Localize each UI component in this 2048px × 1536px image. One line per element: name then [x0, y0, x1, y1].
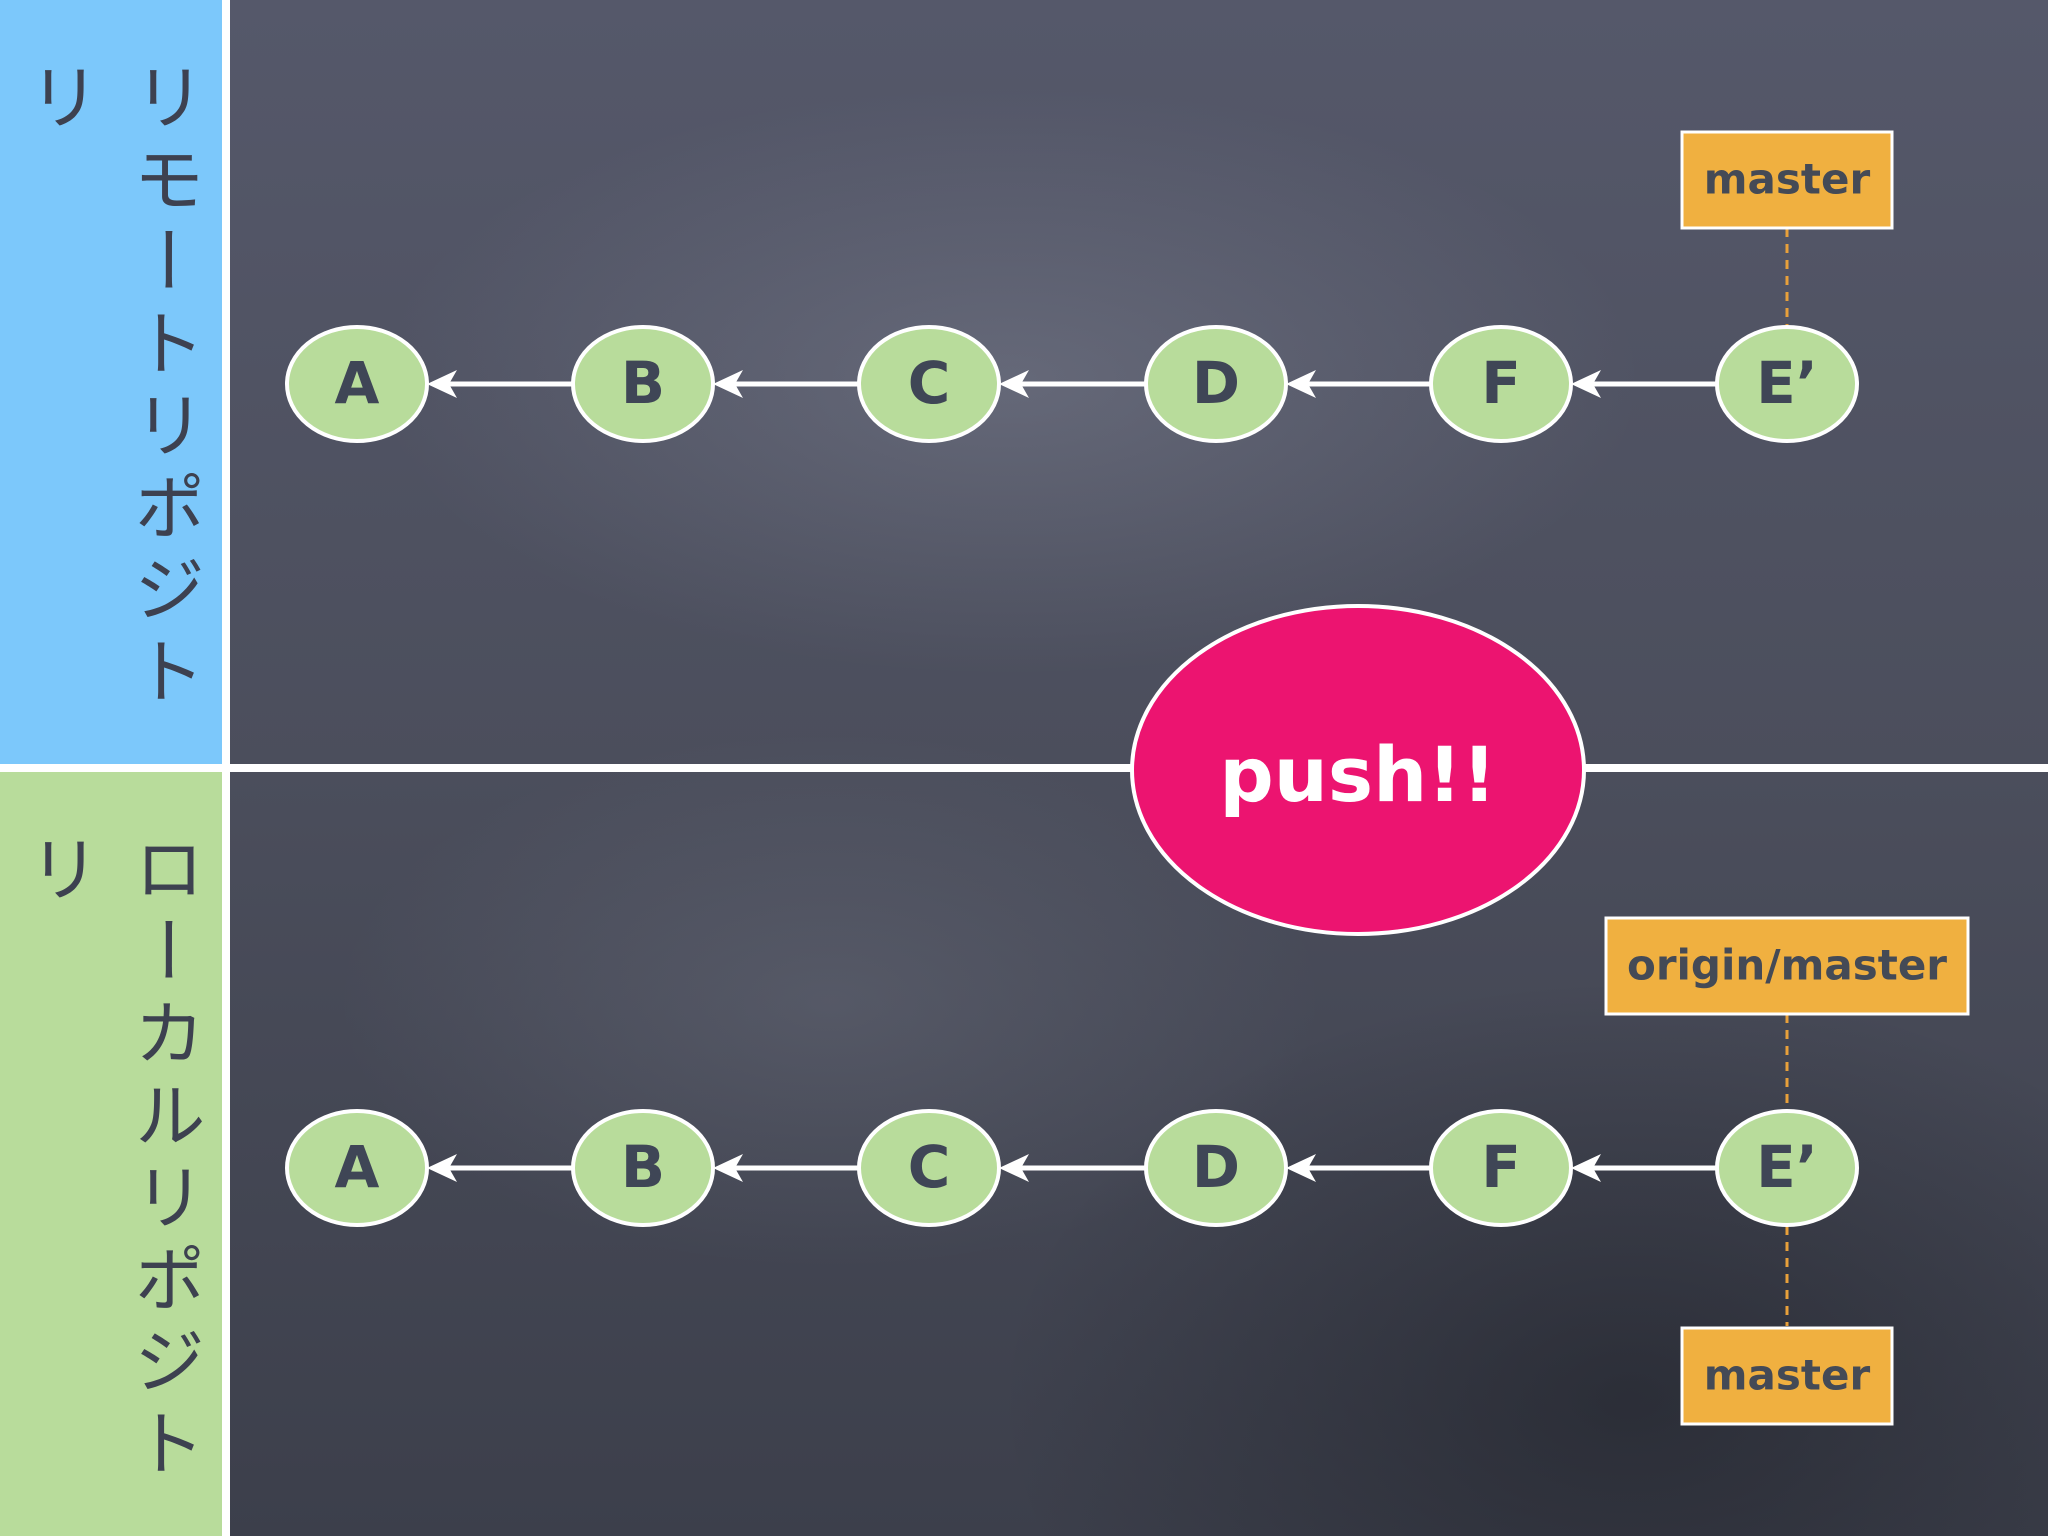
local-arrow-5-head — [1571, 1154, 1601, 1182]
push-action-bubble[interactable]: push!! — [1130, 604, 1586, 936]
commit-node-remote-0[interactable]: A — [285, 325, 429, 443]
remote-repository-label: リモートリポジトリ — [16, 60, 205, 716]
commit-label: E’ — [1756, 1133, 1818, 1201]
commit-ellipse[interactable] — [1715, 325, 1859, 443]
commit-ellipse[interactable] — [1144, 325, 1288, 443]
remote-master-ref: master — [1680, 130, 1894, 230]
remote-arrow-4-head — [1286, 370, 1316, 398]
remote-arrow-1-head — [427, 370, 457, 398]
local-repository-panel: ローカルリポジトリ — [0, 772, 222, 1536]
remote-master-ref-label: master — [1704, 155, 1871, 204]
local-origin-master-ref: origin/master — [1604, 916, 1970, 1016]
horizontal-divider — [0, 764, 2048, 772]
local-arrow-3-head — [999, 1154, 1029, 1182]
local-master-ref-label: master — [1704, 1351, 1871, 1400]
commit-ellipse[interactable] — [285, 1109, 429, 1227]
local-commit-row: A B C D F E’ origin/master master — [285, 916, 1970, 1426]
commit-ellipse[interactable] — [1429, 1109, 1573, 1227]
commit-label: A — [335, 349, 380, 417]
local-repository-label: ローカルリポジトリ — [16, 832, 205, 1488]
commit-node-remote-1[interactable]: B — [571, 325, 715, 443]
commit-label: B — [621, 1133, 665, 1201]
local-arrow-4-head — [1286, 1154, 1316, 1182]
local-arrow-1-head — [427, 1154, 457, 1182]
commit-label: B — [621, 349, 665, 417]
commit-label: A — [335, 1133, 380, 1201]
commit-ellipse[interactable] — [571, 325, 715, 443]
local-origin-master-ref-label: origin/master — [1627, 941, 1947, 990]
commit-node-local-1[interactable]: B — [571, 1109, 715, 1227]
remote-master-ref-box — [1680, 130, 1894, 230]
commit-ellipse[interactable] — [1429, 325, 1573, 443]
local-arrow-2-head — [713, 1154, 743, 1182]
commit-node-remote-3[interactable]: D — [1144, 325, 1288, 443]
local-master-ref: master — [1680, 1326, 1894, 1426]
local-origin-master-ref-box — [1604, 916, 1970, 1016]
remote-arrow-3-head — [999, 370, 1029, 398]
commit-node-local-5[interactable]: E’ — [1715, 1109, 1859, 1227]
commit-ellipse[interactable] — [857, 325, 1001, 443]
commit-node-local-2[interactable]: C — [857, 1109, 1001, 1227]
local-master-ref-box — [1680, 1326, 1894, 1426]
commit-node-remote-5[interactable]: E’ — [1715, 325, 1859, 443]
commit-ellipse[interactable] — [1715, 1109, 1859, 1227]
commit-node-local-3[interactable]: D — [1144, 1109, 1288, 1227]
remote-arrow-2-head — [713, 370, 743, 398]
commit-node-local-0[interactable]: A — [285, 1109, 429, 1227]
commit-label: C — [908, 1133, 951, 1201]
commit-label: F — [1481, 1133, 1521, 1201]
remote-arrow-5-head — [1571, 370, 1601, 398]
commit-label: E’ — [1756, 349, 1818, 417]
remote-repository-panel: リモートリポジトリ — [0, 0, 222, 764]
push-ellipse[interactable] — [1130, 604, 1586, 936]
commit-node-remote-2[interactable]: C — [857, 325, 1001, 443]
commit-node-local-4[interactable]: F — [1429, 1109, 1573, 1227]
commit-node-remote-4[interactable]: F — [1429, 325, 1573, 443]
commit-label: D — [1192, 1133, 1240, 1201]
remote-commit-row: A B C D F E’ master — [285, 130, 1894, 443]
commit-ellipse[interactable] — [857, 1109, 1001, 1227]
commit-label: D — [1192, 349, 1240, 417]
commit-label: C — [908, 349, 951, 417]
commit-ellipse[interactable] — [285, 325, 429, 443]
commit-ellipse[interactable] — [1144, 1109, 1288, 1227]
commit-label: F — [1481, 349, 1521, 417]
push-label: push!! — [1219, 730, 1496, 819]
commit-ellipse[interactable] — [571, 1109, 715, 1227]
